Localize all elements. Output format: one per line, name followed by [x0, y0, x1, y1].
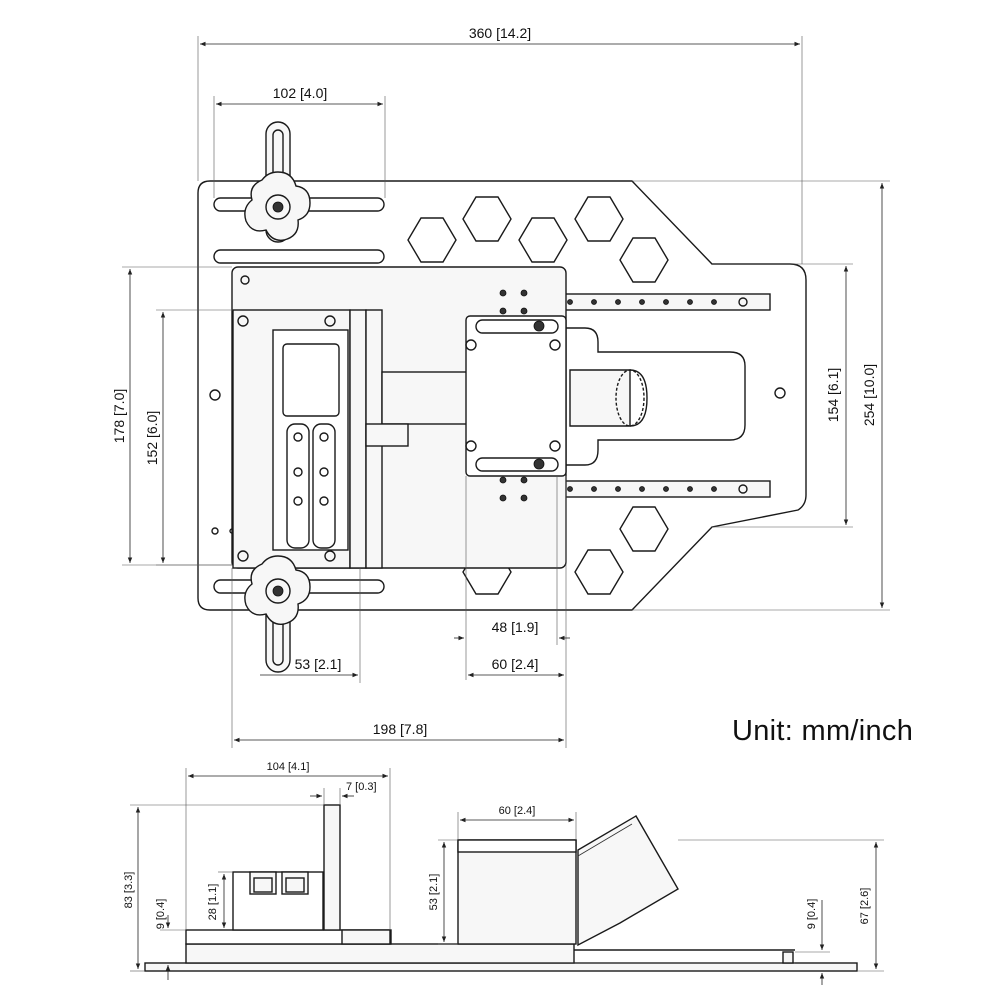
dim-clamp-outer: 60 [2.4] — [492, 656, 539, 672]
dim-right-outer: 254 [10.0] — [861, 364, 877, 426]
hex-cutout — [574, 196, 624, 242]
mount-hole — [209, 389, 221, 401]
dim-knob-slot: 102 [4.0] — [273, 85, 328, 101]
hex-cutout — [574, 549, 624, 595]
connecting-arm — [381, 371, 469, 425]
clamp-plate — [465, 315, 567, 477]
jaw-upright — [349, 309, 367, 569]
dim-right-height: 67 [2.6] — [859, 888, 871, 925]
hex-cutout — [518, 217, 568, 263]
top-view: 360 [14.2] 102 [4.0] 178 [7.0] 152 [6.0]… — [111, 25, 890, 748]
side-jaw — [232, 871, 324, 931]
dim-side-width: 104 [4.1] — [267, 761, 310, 773]
arm-block — [365, 423, 409, 447]
jaw-slot-left — [286, 423, 310, 549]
hex-cutout — [407, 217, 457, 263]
side-angled-cylinder — [577, 815, 679, 947]
dim-side-block-width: 60 [2.4] — [499, 805, 536, 817]
pivot-cylinder — [569, 369, 631, 427]
jaw-window — [282, 343, 340, 417]
mount-hole — [211, 527, 219, 535]
slot-top-2 — [213, 249, 385, 264]
side-upright-plate — [323, 804, 341, 931]
dim-total-height: 83 [3.3] — [123, 872, 135, 909]
rail-screws — [567, 297, 748, 494]
hex-cutout — [462, 196, 512, 242]
dim-right-inner: 154 [6.1] — [825, 368, 841, 423]
hex-cutout — [619, 506, 669, 552]
dim-carriage-width: 198 [7.8] — [373, 721, 428, 737]
side-base-plate — [144, 962, 858, 972]
star-knob-bottom — [244, 555, 311, 625]
mount-hole — [774, 387, 786, 399]
dim-jaw-height: 28 [1.1] — [207, 884, 219, 921]
clamp-slot-top — [475, 319, 559, 334]
hex-cutout — [619, 237, 669, 283]
pivot-housing — [559, 327, 746, 466]
dim-overall-width: 360 [14.2] — [469, 25, 531, 41]
dim-plate-thickness: 7 [0.3] — [346, 781, 377, 793]
dim-left-inner: 152 [6.0] — [144, 411, 160, 466]
side-view: 104 [4.1] 7 [0.3] 60 [2.4] 83 [3.3] 9 [0… — [123, 761, 884, 985]
clamp-bolts — [499, 289, 528, 502]
dim-knob-offset: 53 [2.1] — [295, 656, 342, 672]
dim-clamp-inner: 48 [1.9] — [492, 619, 539, 635]
star-knob-top — [244, 171, 311, 241]
dim-base-left: 9 [0.4] — [155, 899, 167, 930]
side-carriage — [185, 943, 575, 964]
jaw-slot-right — [312, 423, 336, 549]
dim-base-right: 9 [0.4] — [806, 899, 818, 930]
side-clamp-block — [457, 839, 577, 945]
unit-label: Unit: mm/inch — [732, 715, 914, 747]
dim-left-outer: 178 [7.0] — [111, 389, 127, 444]
clamp-slot-bottom — [475, 457, 559, 472]
dim-block-height: 53 [2.1] — [428, 874, 440, 911]
